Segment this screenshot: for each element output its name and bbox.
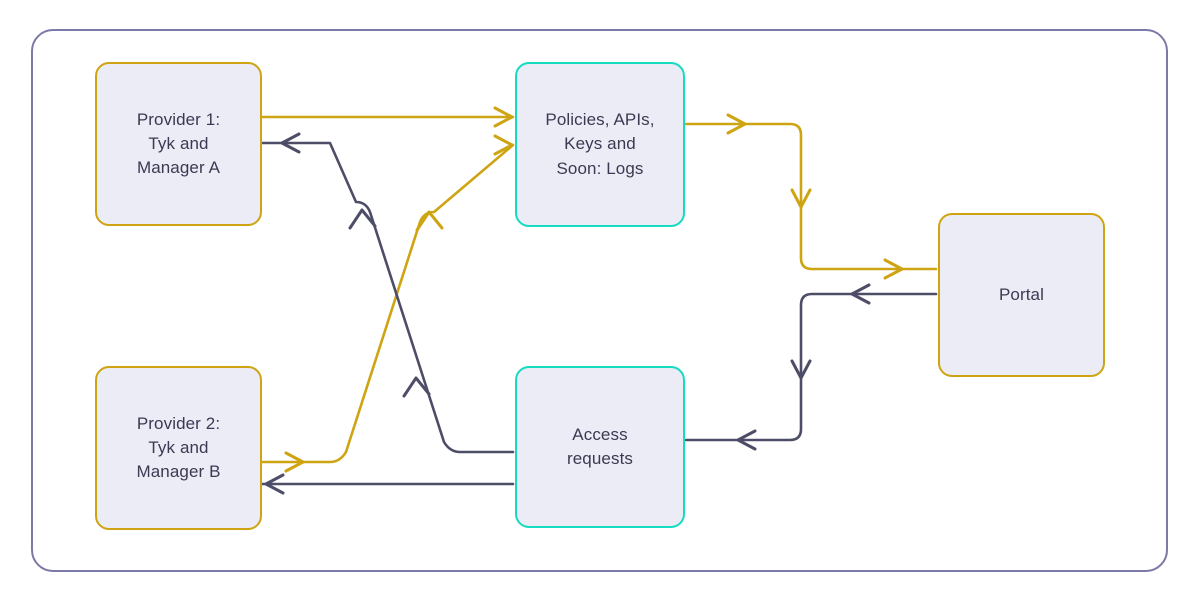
node-access-requests-label: Access requests [566, 424, 633, 468]
edge-policies-to-portal [684, 113, 938, 280]
node-provider-2-label: Provider 2: Tyk and Manager B [136, 413, 221, 482]
diagram-outer-frame [31, 29, 1168, 572]
node-portal[interactable]: Portal [938, 213, 1105, 377]
node-provider-2[interactable]: Provider 2: Tyk and Manager B [95, 366, 262, 530]
edge-provider2-to-policies [260, 134, 515, 473]
node-policies-apis-keys-logs[interactable]: Policies, APIs, Keys and Soon: Logs [515, 62, 685, 227]
node-access-requests[interactable]: Access requests [515, 366, 685, 528]
edge-access-to-provider2 [260, 473, 515, 495]
edge-portal-to-access [684, 283, 938, 451]
node-portal-label: Portal [998, 284, 1044, 304]
node-provider-1-label: Provider 1: Tyk and Manager A [136, 109, 221, 178]
edge-provider1-to-policies [260, 106, 515, 128]
node-policies-label: Policies, APIs, Keys and Soon: Logs [545, 110, 655, 178]
edge-access-to-provider1 [260, 132, 515, 454]
node-provider-1[interactable]: Provider 1: Tyk and Manager A [95, 62, 262, 226]
